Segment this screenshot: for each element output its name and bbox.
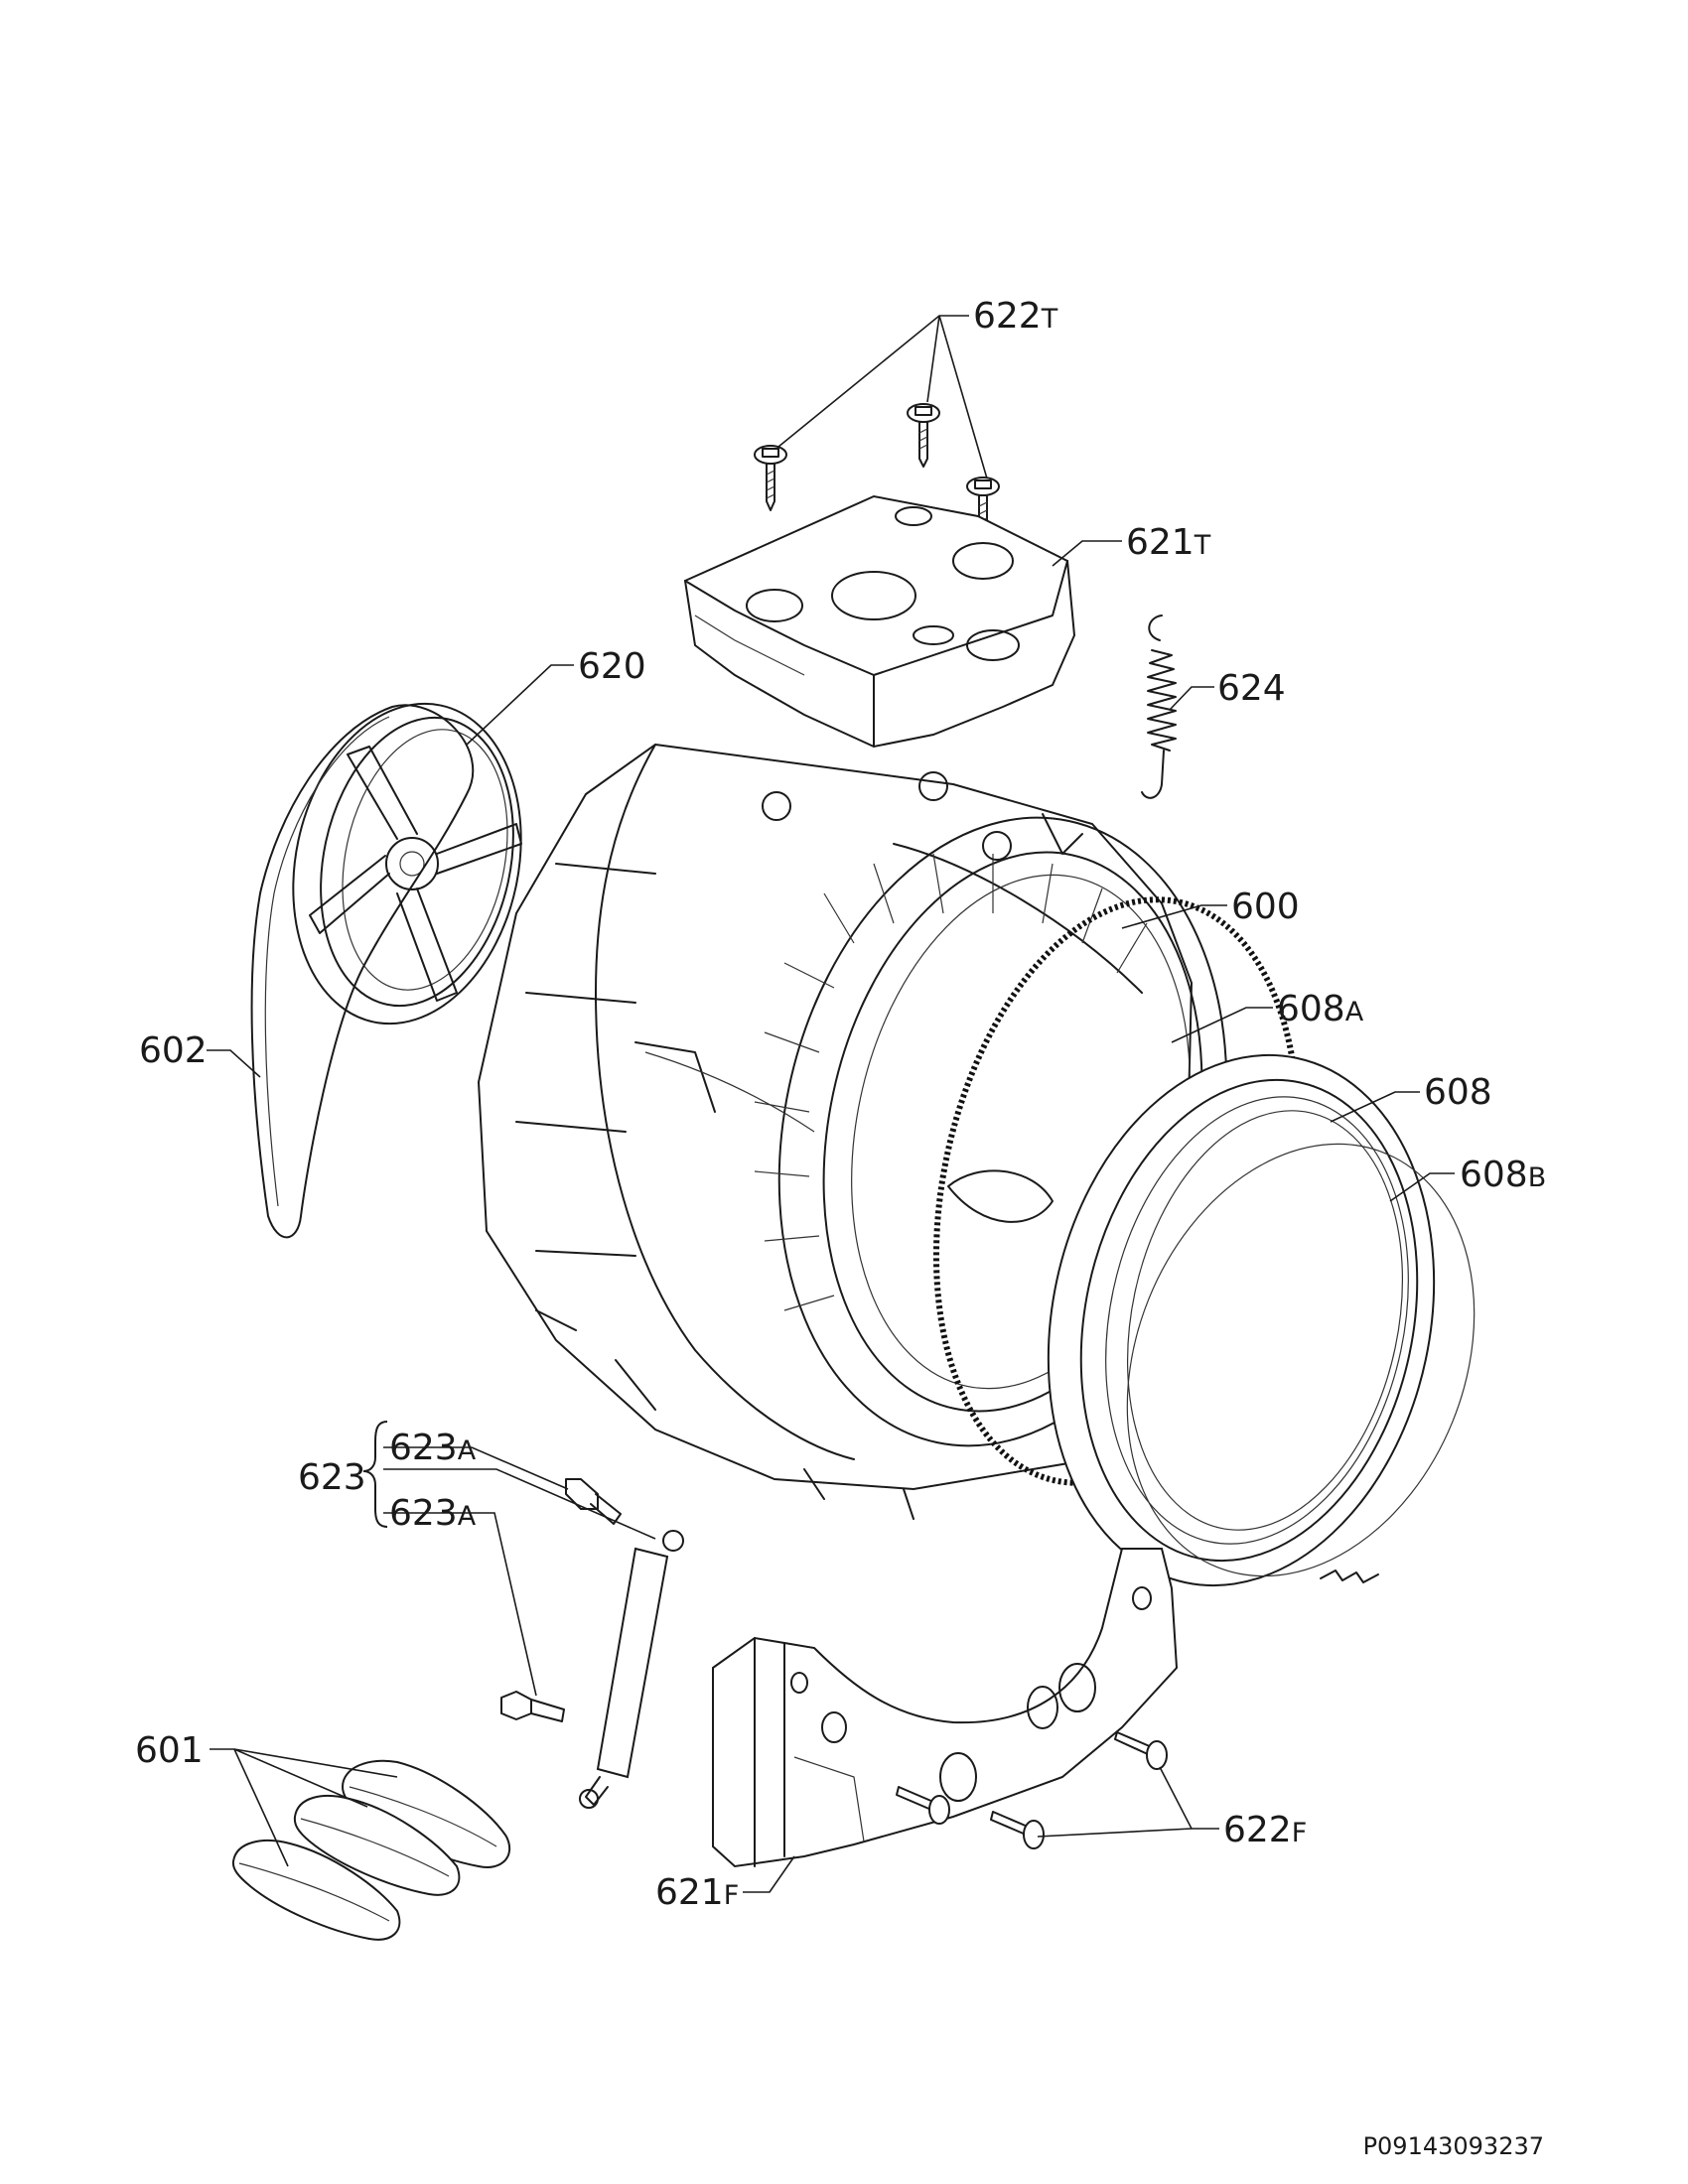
callout-608: 608 (1424, 1072, 1492, 1113)
counterweight-front-621f (712, 1548, 1179, 1868)
callout-602: 602 (139, 1030, 208, 1071)
screw-622t-middle (907, 403, 940, 468)
screw-622f-upper (1114, 1731, 1168, 1770)
callout-622f: 622F (1223, 1810, 1307, 1850)
callout-622t: 622T (973, 296, 1058, 337)
callout-624: 624 (1217, 668, 1286, 709)
counterweight-top-621t (683, 494, 1076, 749)
drive-belt-602 (250, 704, 475, 1239)
callout-620: 620 (578, 646, 646, 687)
callout-621t: 621T (1126, 522, 1211, 563)
callout-623a-lower: 623A (389, 1493, 477, 1534)
callout-623a-upper: 623A (389, 1428, 477, 1468)
drum-pulley-620 (292, 702, 522, 1025)
gasket-wire-608b (1126, 1143, 1476, 1583)
leader-lines (207, 315, 1455, 1893)
callout-608a: 608A (1277, 989, 1364, 1029)
drum-lifter-601-bottom (231, 1840, 401, 1941)
shock-absorber-623a-lower (500, 1691, 565, 1722)
callout-601: 601 (135, 1730, 204, 1771)
screw-622f-middle (896, 1786, 950, 1825)
door-gasket-608 (1047, 1053, 1436, 1587)
callout-621f: 621F (655, 1872, 739, 1913)
screw-622t-left (754, 445, 787, 511)
shock-absorber-623a-upper (565, 1478, 684, 1809)
spring-624 (1141, 614, 1177, 799)
callout-600: 600 (1231, 887, 1300, 927)
callout-623: 623 (298, 1457, 366, 1498)
screw-622f-lower (990, 1811, 1045, 1849)
callout-608b: 608B (1460, 1155, 1546, 1195)
document-id: P09143093237 (1363, 2132, 1544, 2160)
